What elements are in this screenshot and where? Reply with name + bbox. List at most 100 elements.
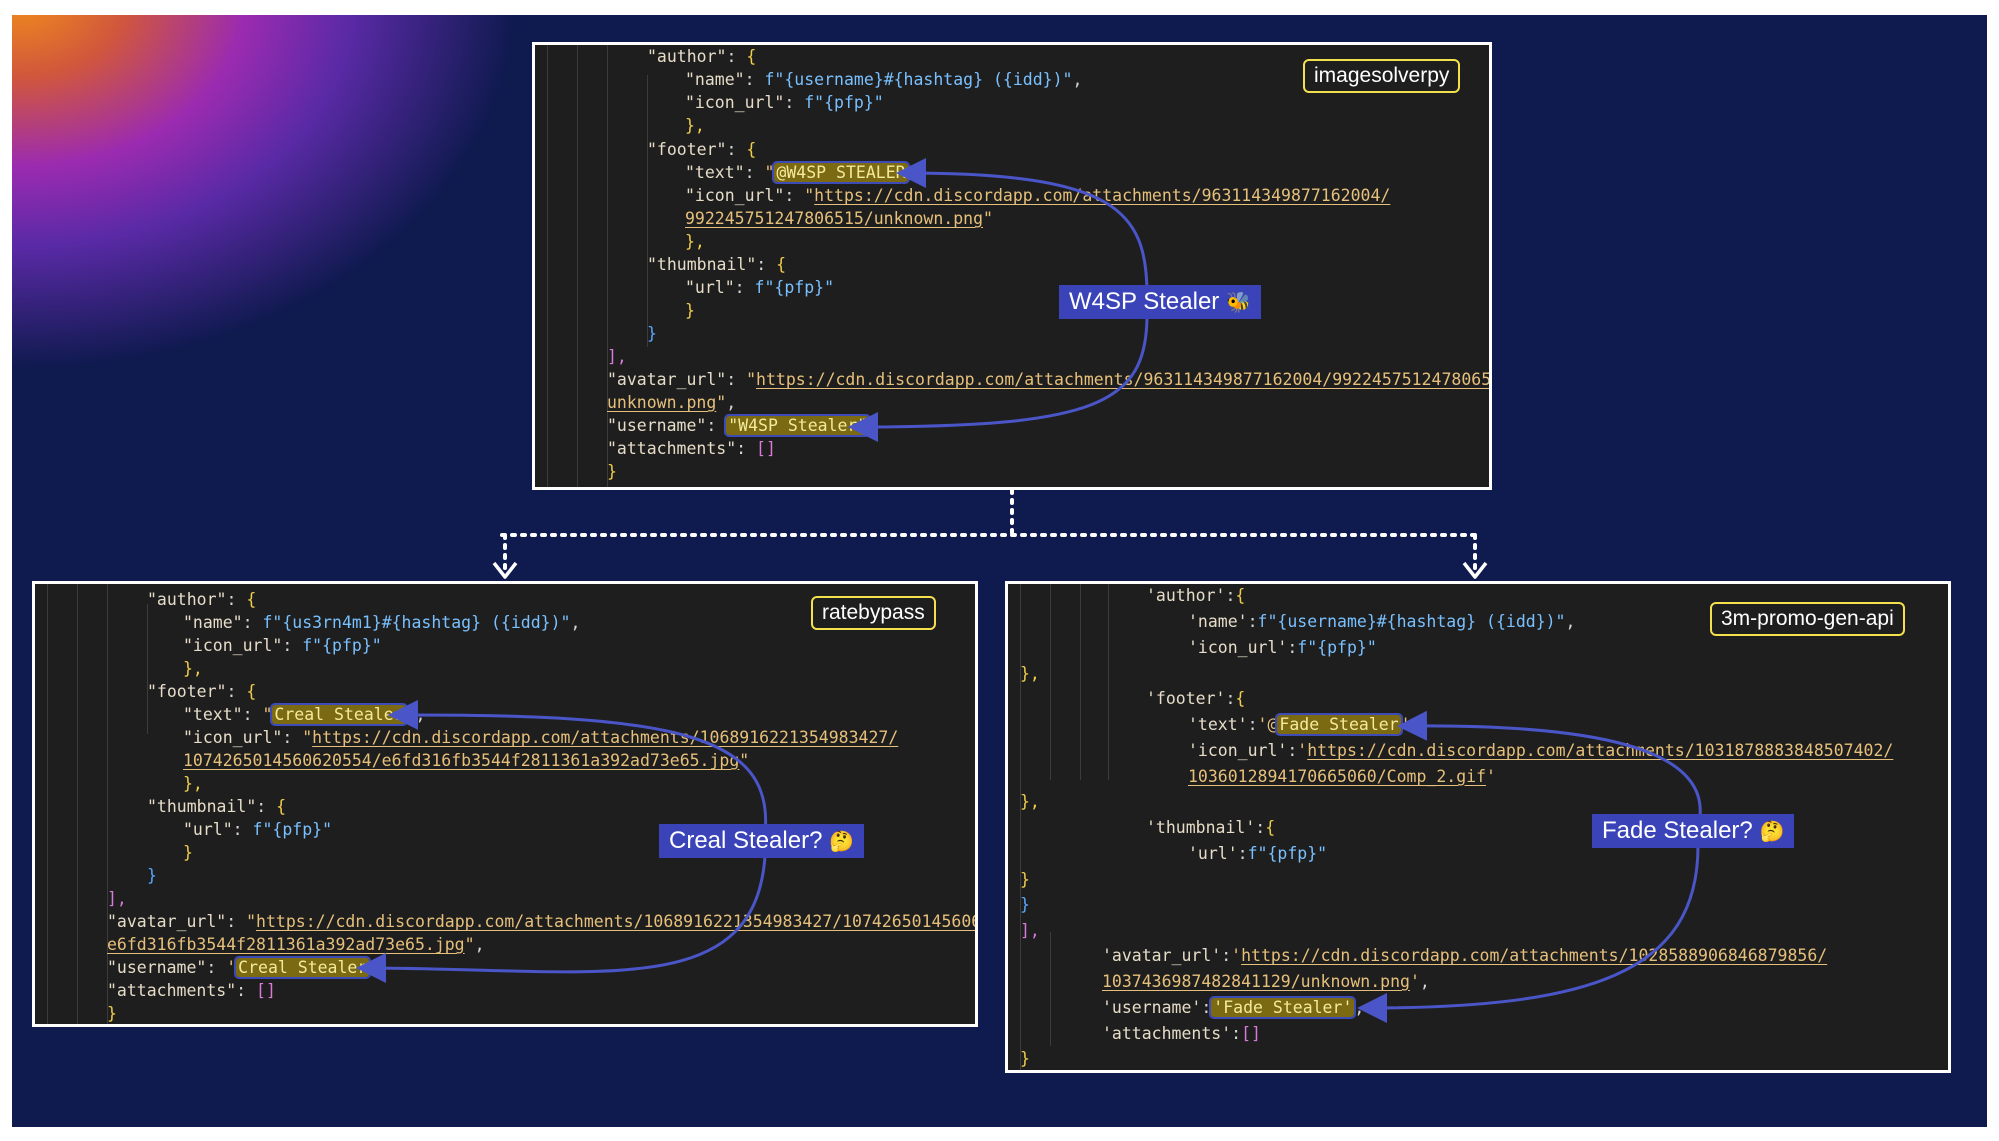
- stealer-callout: Creal Stealer? 🤔: [659, 824, 864, 858]
- code-line: "footer": {: [147, 682, 257, 701]
- code-line: "attachments": []: [107, 981, 276, 1000]
- highlight-arrows: [356, 699, 768, 984]
- url-link: 992245751247806515/unknown.png: [685, 209, 984, 228]
- json-key: "footer": [147, 682, 227, 701]
- json-value: f"{us3rn4m1}#{hashtag} ({idd})": [262, 613, 571, 632]
- code-line: "username": "W4SP Stealer",: [607, 414, 880, 437]
- json-key: "attachments": [107, 981, 237, 1000]
- json-key: "text": [685, 163, 745, 182]
- code-line: 992245751247806515/unknown.png": [685, 209, 993, 228]
- code-line: }: [147, 866, 157, 885]
- code-line: "avatar_url": "https://cdn.discordapp.co…: [107, 912, 978, 932]
- code-line: "thumbnail": {: [647, 255, 787, 274]
- code-line: "username": 'Creal Stealer',: [107, 956, 390, 979]
- arrowhead-to-right-panel: [1462, 561, 1488, 579]
- code-line: }: [607, 462, 617, 481]
- json-key: 'avatar_url': [1102, 946, 1222, 965]
- url-link: https://cdn.discordapp.com/attachments/9…: [814, 186, 1391, 205]
- url-link: 1037436987482841129/unknown.png: [1102, 972, 1410, 991]
- code-line: "icon_url": "https://cdn.discordapp.com/…: [183, 728, 899, 747]
- connector-layer: [492, 488, 1488, 579]
- json-key: "attachments": [607, 439, 737, 458]
- code-line: }: [183, 843, 193, 862]
- indent-guide: [1108, 584, 1109, 780]
- json-key: "text": [183, 705, 243, 724]
- code-line: "text": "Creal Stealer",: [183, 703, 426, 726]
- code-line: 'avatar_url':'https://cdn.discordapp.com…: [1102, 946, 1828, 965]
- json-key: 'attachments': [1102, 1024, 1232, 1043]
- json-key: 'icon_url': [1188, 638, 1288, 657]
- highlighted-footer-text: @W4SP STEALER: [772, 161, 910, 184]
- corner-gradient-glow: [12, 15, 552, 395]
- indent-guide: [107, 584, 108, 1024]
- arrow-to-footer-text: [1397, 710, 1702, 817]
- repo-tag: ratebypass: [811, 596, 936, 630]
- json-value: f"{pfp}": [252, 820, 333, 839]
- arrow-to-footer-text: [388, 699, 768, 835]
- json-key: "avatar_url": [107, 912, 227, 931]
- json-key: 'author': [1146, 586, 1226, 605]
- dotted-connector: [500, 488, 1479, 570]
- code-line: "name": f"{username}#{hashtag} ({idd})",: [685, 70, 1083, 89]
- highlighted-username: 'Fade Stealer': [1209, 996, 1357, 1019]
- json-key: 'username': [1102, 998, 1202, 1017]
- code-line: ],: [1020, 921, 1040, 940]
- json-key: "author": [647, 47, 727, 66]
- json-key: "thumbnail": [647, 255, 757, 274]
- json-key: 'icon_url': [1188, 741, 1288, 760]
- code-line: "icon_url": "https://cdn.discordapp.com/…: [685, 186, 1391, 205]
- code-line: 1036012894170665060/Comp_2.gif': [1188, 767, 1496, 786]
- url-link: https://cdn.discordapp.com/attachments/1…: [256, 912, 978, 931]
- url-link: https://cdn.discordapp.com/attachments/1…: [1241, 946, 1828, 965]
- code-line: "name": f"{us3rn4m1}#{hashtag} ({idd})",: [183, 613, 581, 632]
- code-line: },: [685, 116, 705, 135]
- stealer-callout: W4SP Stealer 🐝: [1059, 285, 1261, 319]
- json-key: "url": [685, 278, 735, 297]
- code-line: "author": {: [147, 590, 257, 609]
- indent-guide: [647, 275, 648, 347]
- code-line: "url": f"{pfp}": [183, 820, 333, 839]
- callout-label: Creal Stealer?: [669, 827, 823, 854]
- arrow-to-footer-text: [896, 158, 1149, 296]
- highlight-arrows: [1357, 710, 1702, 1023]
- indent-guide: [47, 584, 48, 1024]
- diagram-canvas: "author": { "name": f"{username}#{hashta…: [12, 15, 1987, 1127]
- json-key: "thumbnail": [147, 797, 257, 816]
- code-line: 'icon_url':f"{pfp}": [1188, 638, 1377, 657]
- highlighted-footer-text: Fade Stealer: [1275, 713, 1403, 736]
- thinking-face-icon: 🤔: [1759, 819, 1785, 843]
- code-line: }: [1020, 1049, 1030, 1068]
- json-value: f"{pfp}": [754, 278, 835, 297]
- repo-tag: 3m-promo-gen-api: [1710, 602, 1905, 636]
- indent-guide: [607, 45, 608, 487]
- arrow-to-username: [1357, 845, 1700, 1023]
- json-key: "name": [183, 613, 243, 632]
- code-line: }: [1020, 870, 1030, 889]
- json-value: f"{username}#{hashtag} ({idd})": [764, 70, 1073, 89]
- json-value: f"{pfp}": [1247, 844, 1328, 863]
- url-link: e6fd316fb3544f2811361a392ad73e65.jpg: [107, 935, 465, 954]
- url-link: https://cdn.discordapp.com/attachments/1…: [312, 728, 899, 747]
- json-key: 'text': [1188, 715, 1248, 734]
- json-key: "avatar_url": [607, 370, 727, 389]
- json-key: "username": [107, 958, 207, 977]
- code-line: "url": f"{pfp}": [685, 278, 835, 297]
- code-line: },: [685, 232, 705, 251]
- username-value: W4SP Stealer: [738, 416, 858, 435]
- indent-guide: [647, 165, 648, 287]
- code-line: }: [1020, 895, 1030, 914]
- indent-guide: [147, 604, 148, 734]
- callout-label: W4SP Stealer: [1069, 288, 1220, 315]
- indent-guide: [1050, 584, 1051, 780]
- code-line: 'name':f"{username}#{hashtag} ({idd})",: [1188, 612, 1576, 631]
- repo-tag: imagesolverpy: [1303, 59, 1461, 93]
- json-key: "author": [147, 590, 227, 609]
- json-key: "icon_url": [183, 728, 283, 747]
- indent-guide: [77, 584, 78, 1024]
- code-line: },: [183, 774, 203, 793]
- json-key: "name": [685, 70, 745, 89]
- code-line: 'author':{: [1146, 586, 1246, 605]
- json-key: "icon_url": [685, 186, 785, 205]
- code-line: ],: [607, 347, 627, 366]
- json-key: 'url': [1188, 844, 1238, 863]
